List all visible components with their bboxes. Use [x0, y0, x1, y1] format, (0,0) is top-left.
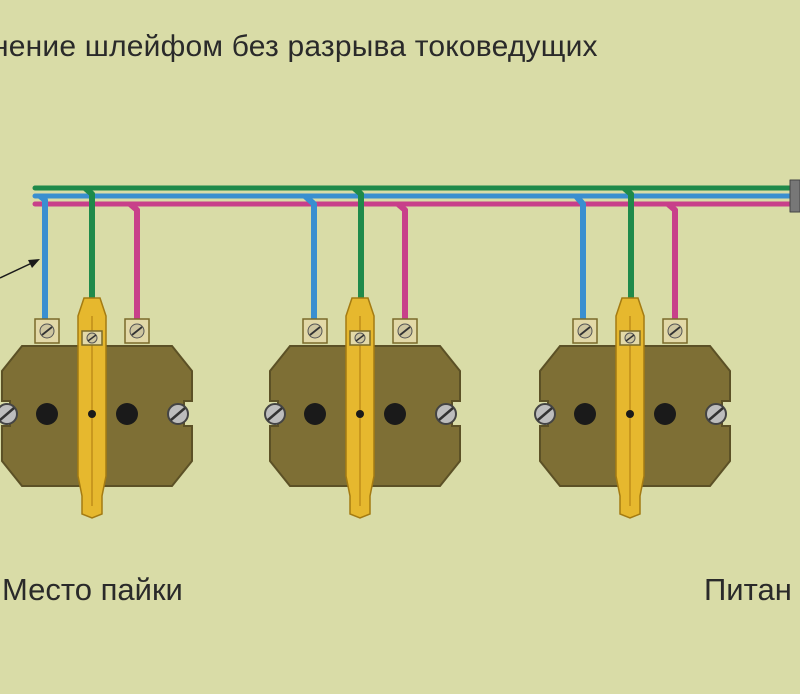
socket-1	[0, 296, 194, 520]
label-solder-point: Место пайки	[2, 572, 183, 607]
socket-3	[533, 296, 732, 520]
pointer-arrow	[0, 259, 40, 279]
wire-drops-2	[303, 185, 408, 322]
label-power: Питан	[704, 572, 792, 607]
wire-drops-1	[38, 185, 140, 322]
wire-bus	[32, 179, 800, 213]
diagram-title: нение шлейфом без разрыва токоведущих	[0, 30, 598, 63]
wire-drops-3	[573, 185, 678, 322]
socket-2	[263, 296, 462, 520]
